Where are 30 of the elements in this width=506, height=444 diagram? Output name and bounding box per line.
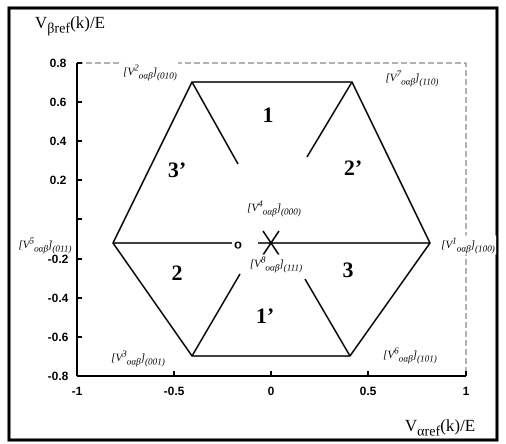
vector-label: [V$^{8}$$_{oαβ}$]$_{(111)}$ — [248, 254, 304, 274]
sector-number: 1 — [262, 104, 274, 126]
tick-label: 0.5 — [360, 385, 376, 397]
sector-number: 3 — [342, 259, 354, 281]
tick-label: -0.6 — [48, 331, 68, 343]
vector-label: [V$^{5}$$_{oαβ}$]$_{(011)}$ — [18, 236, 72, 254]
sector-number: 1’ — [256, 305, 274, 327]
vector-label: [V$^{7}$$_{oαβ}$]$_{(110)}$ — [384, 68, 440, 88]
tick-label: 0.2 — [50, 174, 66, 186]
tick-label: -1 — [72, 385, 82, 397]
vector-label: [V$^{4}$$_{oαβ}$]$_{(000)}$ — [246, 198, 302, 218]
axis-title: V$_{βref}$(k)/E — [34, 14, 106, 36]
vector-label: [V$^{2}$$_{oαβ}$]$_{(010)}$ — [122, 62, 178, 82]
sector-number: 2 — [172, 262, 182, 284]
tick-label: 0.4 — [50, 135, 66, 147]
tick-label: 0.8 — [50, 57, 66, 69]
tick-label: 0.6 — [50, 96, 66, 108]
tick-label: -0.5 — [164, 385, 184, 397]
vector-label: [V$^{3}$$_{oαβ}$]$_{(001)}$ — [110, 348, 166, 368]
sector-number: 3’ — [168, 159, 186, 181]
origin-label: o — [234, 238, 242, 250]
tick-label: 1 — [462, 385, 470, 397]
tick-label: -0.4 — [48, 292, 68, 304]
tick-label: 0 — [268, 385, 274, 397]
tick-label: -0.8 — [48, 370, 68, 382]
tick-label: -0.2 — [48, 253, 68, 265]
sector-number: 2’ — [344, 157, 362, 179]
vector-label: [V$^{1}$$_{oαβ}$]$_{(100)}$ — [440, 236, 496, 254]
axis-title: V$_{αref}$(k)/E — [404, 417, 476, 439]
vector-label: [V$^{6}$$_{oαβ}$]$_{(101)}$ — [382, 346, 438, 364]
